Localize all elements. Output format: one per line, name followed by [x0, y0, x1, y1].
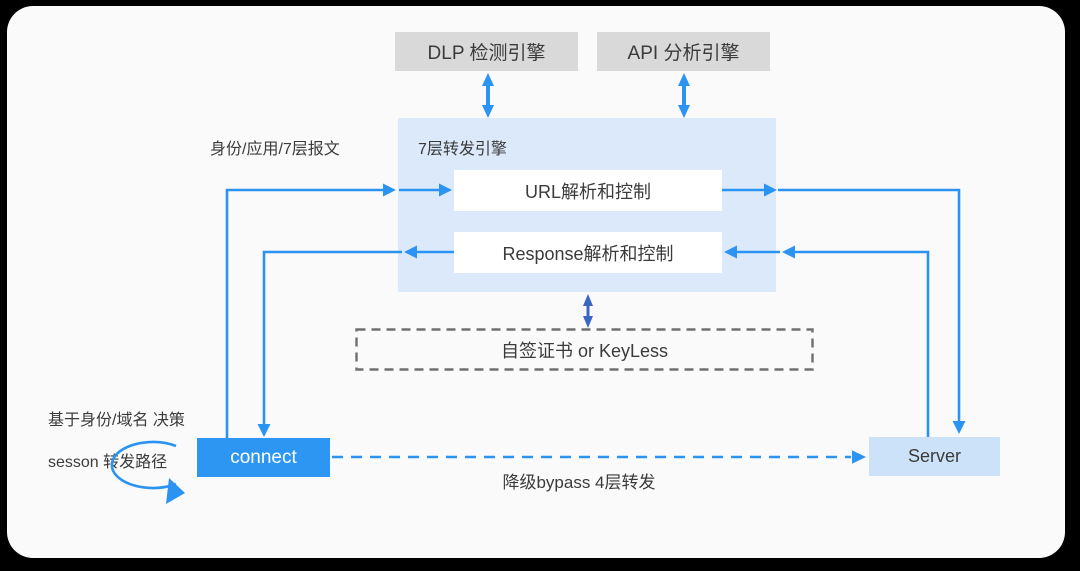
- node-server: Server: [869, 437, 1000, 476]
- node-response-parse: Response解析和控制: [454, 232, 722, 273]
- node-api-engine: API 分析引擎: [597, 32, 770, 71]
- routing-decision-label: 基于身份/域名 决策 sesson 转发路径: [48, 389, 185, 494]
- identity-app-l7-label: 身份/应用/7层报文: [210, 141, 340, 158]
- routing-decision-line1: 基于身份/域名 决策: [48, 412, 185, 429]
- arrow-response-to-connect: [257, 245, 454, 437]
- routing-decision-line2: sesson 转发路径: [48, 454, 168, 471]
- node-self-signed-cert: 自签证书 or KeyLess: [356, 329, 813, 370]
- cert-box-dashed-border: [355, 328, 814, 371]
- node-dlp-engine: DLP 检测引擎: [395, 32, 578, 71]
- session-loop-arrow: [110, 440, 185, 504]
- self-signed-cert-label: 自签证书 or KeyLess: [500, 340, 669, 361]
- api-engine-label: API 分析引擎: [627, 43, 740, 64]
- arrow-url-to-server: [722, 183, 966, 434]
- bypass-label: 降级bypass 4层转发: [502, 473, 656, 492]
- arrow-engine-cert-bidirectional: [583, 294, 593, 328]
- arrow-api-engine-bidirectional: [678, 73, 690, 118]
- node-connect: connect: [197, 438, 330, 477]
- response-parse-label: Response解析和控制: [502, 243, 674, 264]
- arrow-bypass-connect-to-server: [332, 450, 866, 464]
- dlp-engine-label: DLP 检测引擎: [427, 43, 546, 64]
- server-label: Server: [907, 446, 961, 466]
- node-url-parse: URL解析和控制: [454, 170, 722, 211]
- arrow-connect-to-url: [225, 183, 452, 438]
- arrow-dlp-engine-bidirectional: [482, 73, 494, 118]
- engine-title: 7层转发引擎: [418, 141, 507, 158]
- connect-label: connect: [230, 446, 297, 468]
- url-parse-label: URL解析和控制: [524, 181, 651, 202]
- arrow-server-to-response: [724, 245, 930, 437]
